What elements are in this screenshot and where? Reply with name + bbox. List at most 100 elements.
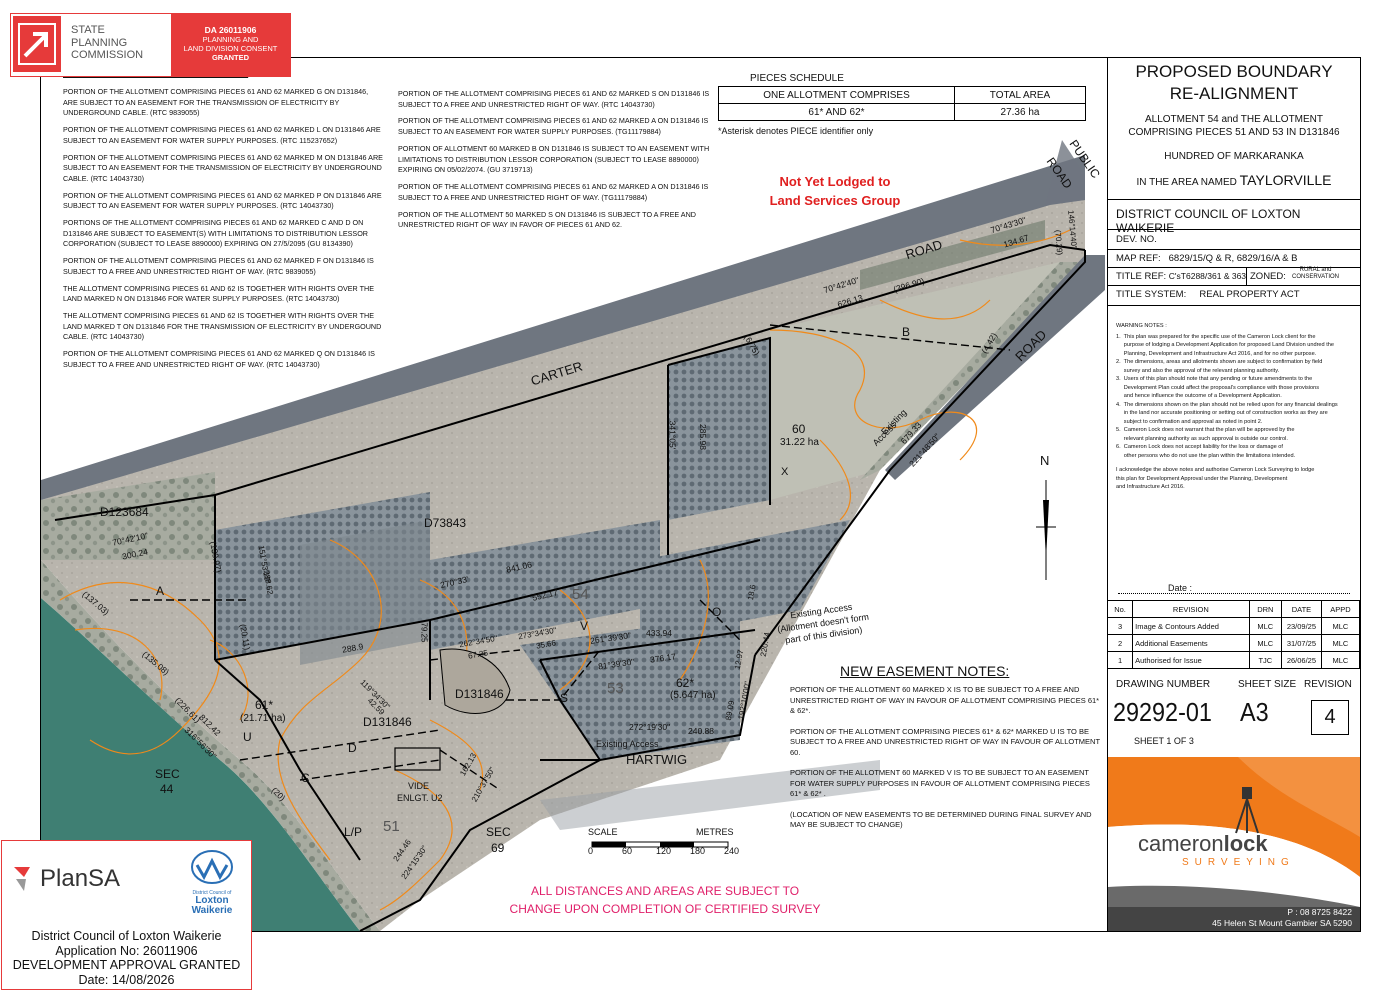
spc-consent-box: DA 26011906 PLANNING AND LAND DIVISION C… xyxy=(171,14,290,76)
orchard-block xyxy=(300,520,430,665)
consent-line: LAND DIVISION CONSENT xyxy=(183,44,278,53)
revision-cell: MLC xyxy=(1249,617,1283,635)
revision-cell: 23/09/25 xyxy=(1281,617,1322,635)
scale-tick: 60 xyxy=(622,846,633,856)
sheet-size: A3 xyxy=(1240,697,1269,727)
warning-line: 3. Users of this plan should note that a… xyxy=(1116,376,1313,382)
approval-text: District Council of Loxton Waikerie Appl… xyxy=(2,929,251,987)
surveyor-tripod-icon xyxy=(1235,787,1259,834)
orchard-block xyxy=(640,520,850,640)
carter-road xyxy=(41,155,1085,500)
survey-disclaimer: ALL DISTANCES AND AREAS ARE SUBJECT TO C… xyxy=(480,882,850,918)
cameron-lock-brand: cameronlock SURVEYING P : 08 8725 8422 4… xyxy=(1108,757,1360,931)
warning-line: Development Plan could affect the propos… xyxy=(1116,384,1320,391)
note-paragraph: PORTION OF THE ALLOTMENT 60 MARKED V IS … xyxy=(790,768,1090,798)
hundred-line: HUNDRED OF MARKARANKA xyxy=(1164,151,1304,162)
approval-line: DEVELOPMENT APPROVAL GRANTED xyxy=(12,958,241,972)
revision-cell: Additional Easements xyxy=(1132,634,1250,652)
note-paragraph: THE ALLOTMENT COMPRISING PIECES 61 AND 6… xyxy=(63,283,374,304)
not-lodged-line: Land Services Group xyxy=(769,193,901,208)
address: 45 Helen St Mount Gambier SA 5290 xyxy=(1212,918,1352,928)
side-road xyxy=(885,255,1105,480)
orchard-block xyxy=(430,520,660,650)
note-paragraph: PORTION OF THE ALLOTMENT COMPRISING PIEC… xyxy=(63,125,381,145)
plansa-wordmark: PlanSA xyxy=(40,865,121,892)
brand-swoosh xyxy=(1108,757,1360,931)
revision-cell: MLC xyxy=(1321,617,1361,635)
da-number: DA 26011906 xyxy=(204,25,257,35)
warning-heading: WARNING NOTES : xyxy=(1116,323,1167,329)
note-paragraph: PORTION OF THE ALLOTMENT 50 MARKED S ON … xyxy=(398,209,696,230)
council-logo-icon xyxy=(191,850,233,884)
note-paragraph: PORTION OF THE ALLOTMENT COMPRISING PIEC… xyxy=(398,182,709,202)
council-logo-text: District Council of xyxy=(192,890,232,896)
note-paragraph: (LOCATION OF NEW EASEMENTS TO BE DETERMI… xyxy=(790,809,1092,830)
subtitle-line: ALLOTMENT 54 and THE ALLOTMENT xyxy=(1144,114,1324,125)
orchard-block xyxy=(668,338,770,520)
brand-word: cameron xyxy=(1138,831,1224,856)
map-ref-row: MAP REF: 6829/15/Q & R, 6829/16/A & B xyxy=(1116,253,1298,264)
consent-line: PLANNING AND xyxy=(202,35,259,44)
spc-logo-icon xyxy=(13,16,61,72)
spc-org-line: COMMISSION xyxy=(71,49,144,61)
note-paragraph: PORTION OF THE ALLOTMENT COMPRISING PIEC… xyxy=(398,89,710,109)
date-label: Date : xyxy=(1168,583,1193,593)
title-block: PROPOSED BOUNDARY RE-ALIGNMENT ALLOTMENT… xyxy=(1107,57,1361,932)
revision-header: REVISION xyxy=(1132,600,1250,618)
revision-header: DATE xyxy=(1281,600,1322,618)
warning-line: relevant planning authority as such appr… xyxy=(1116,435,1288,442)
drawing-number: 29292-01 xyxy=(1113,697,1212,727)
revision-cell: MLC xyxy=(1321,634,1361,652)
schedule-cell: 61* AND 62* xyxy=(718,103,955,121)
warning-line: survey and also the approval of the rele… xyxy=(1116,367,1280,374)
north-arrow xyxy=(1036,480,1056,580)
warning-line: in the land nor accurate positioning or … xyxy=(1116,410,1328,416)
revision-cell: 2 xyxy=(1108,634,1134,652)
revision-cell: MLC xyxy=(1321,651,1361,669)
title-system-row: TITLE SYSTEM: REAL PROPERTY ACT xyxy=(1116,289,1300,300)
disclaimer-line: CHANGE UPON COMPLETION OF CERTIFIED SURV… xyxy=(509,902,821,916)
warning-line: Planning, Development and Infrastructure… xyxy=(1116,350,1317,357)
revision-cell: Image & Contours Added xyxy=(1132,617,1250,635)
approval-line: Application No: 26011906 xyxy=(55,943,198,958)
scale-tick: 0 xyxy=(588,846,594,856)
public-road xyxy=(1045,140,1085,205)
revision-cell: MLC xyxy=(1249,634,1283,652)
date-field: Date : xyxy=(1168,583,1192,593)
new-easement-notes: NEW EASEMENT NOTES: PORTION OF THE ALLOT… xyxy=(790,663,1100,841)
title-system-value: REAL PROPERTY ACT xyxy=(1199,289,1300,300)
sheet-size-label: SHEET SIZE xyxy=(1238,679,1297,690)
warning-line: other persons who do not use the plan wi… xyxy=(1116,452,1296,459)
revision-label: REVISION xyxy=(1304,679,1352,690)
hartwig-road xyxy=(540,760,880,830)
scale-tick: 180 xyxy=(690,846,706,856)
revision-header: DRN xyxy=(1249,600,1283,618)
disclaimer-line: ALL DISTANCES AND AREAS ARE SUBJECT TO xyxy=(530,884,800,898)
boundary-lines xyxy=(54,243,1086,931)
revision-cell: 1 xyxy=(1108,651,1134,669)
acknowledge-line: this plan for Development Approval under… xyxy=(1116,475,1288,482)
contour-lines xyxy=(59,229,1071,911)
map-ref-label: MAP REF: xyxy=(1116,253,1161,264)
council-name: DISTRICT COUNCIL OF LOXTON WAIKERIE xyxy=(1116,207,1301,235)
scale-tick: 120 xyxy=(656,846,672,856)
note-paragraph: PORTION OF THE ALLOTMENT COMPRISING PIEC… xyxy=(63,349,375,369)
area-prefix: IN THE AREA NAMED xyxy=(1136,177,1237,188)
schedule-col-header: ONE ALLOTMENT COMPRISES xyxy=(718,86,955,104)
area-named-line: IN THE AREA NAMED TAYLORVILLE xyxy=(1108,172,1360,188)
note-paragraph: PORTION OF ALLOTMENT 60 MARKED B ON D131… xyxy=(398,143,710,175)
note-paragraph: THE ALLOTMENT COMPRISING PIECES 61 AND 6… xyxy=(63,311,382,342)
council-logo-text: Loxton xyxy=(195,895,229,906)
title-ref-label: TITLE REF: xyxy=(1116,271,1167,282)
spc-org-line: STATE xyxy=(71,24,105,36)
warning-line: 6. Cameron Lock does not accept liabilit… xyxy=(1116,444,1283,450)
pieces-schedule-footnote: *Asterisk denotes PIECE identifier only xyxy=(718,126,874,136)
approval-line: District Council of Loxton Waikerie xyxy=(31,929,222,943)
warning-line: 4. The dimensions shown on the plan shou… xyxy=(1116,401,1338,408)
acknowledge-line: I acknowledge the above notes and author… xyxy=(1116,467,1315,473)
